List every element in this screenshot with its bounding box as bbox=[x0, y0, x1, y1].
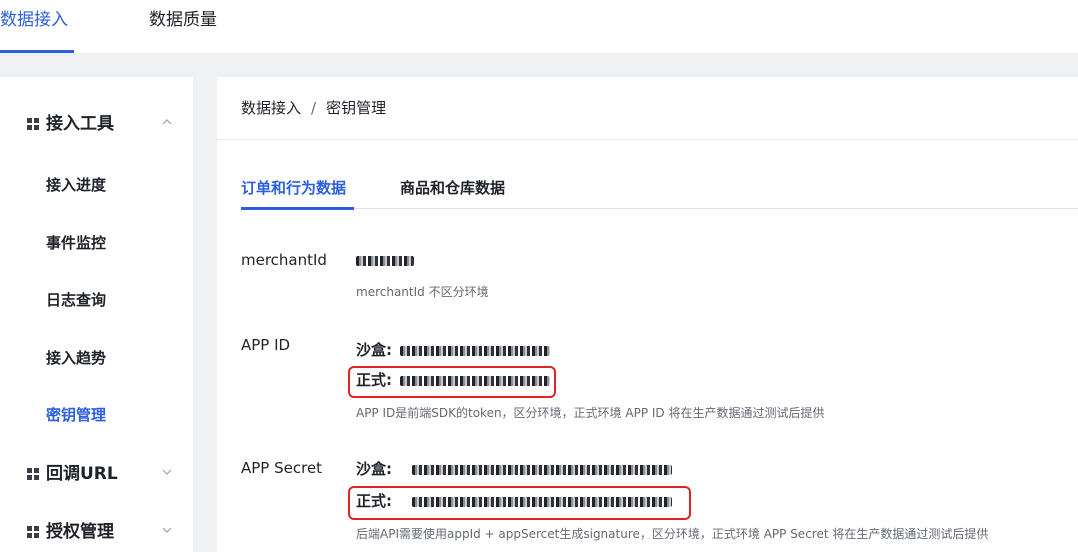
sidebar-group-authorization[interactable]: 授权管理 bbox=[0, 512, 193, 552]
app-id-label: APP ID bbox=[241, 336, 291, 354]
breadcrumb-root[interactable]: 数据接入 bbox=[241, 99, 302, 117]
sidebar-group-access-tools[interactable]: 接入工具 bbox=[0, 104, 193, 144]
sidebar-item-access-trend[interactable]: 接入趋势 bbox=[46, 349, 107, 367]
tab-product-warehouse-data[interactable]: 商品和仓库数据 bbox=[400, 179, 506, 197]
active-tab-indicator bbox=[0, 50, 74, 53]
sidebar-item-key-management[interactable]: 密钥管理 bbox=[46, 406, 107, 424]
app-secret-label: APP Secret bbox=[241, 459, 323, 477]
app-secret-hint: 后端API需要使用appId + appSercet生成signature，区分… bbox=[356, 527, 989, 541]
merchant-id-hint: merchantId 不区分环境 bbox=[356, 285, 489, 299]
sidebar-item-event-monitor[interactable]: 事件监控 bbox=[46, 234, 107, 252]
masked-value bbox=[412, 464, 672, 475]
merchant-id-value bbox=[356, 249, 414, 271]
sidebar-item-log-query[interactable]: 日志查询 bbox=[46, 291, 107, 309]
breadcrumb-current: 密钥管理 bbox=[326, 99, 387, 117]
chevron-up-icon[interactable] bbox=[162, 117, 172, 127]
masked-value bbox=[412, 496, 672, 507]
chevron-down-icon[interactable] bbox=[162, 467, 172, 477]
masked-value bbox=[400, 345, 550, 356]
prod-label: 正式: bbox=[356, 492, 392, 510]
app-id-prod-row: 正式: bbox=[356, 369, 550, 391]
highlight-box bbox=[348, 486, 691, 520]
breadcrumb-separator: / bbox=[311, 99, 317, 117]
masked-value bbox=[400, 375, 550, 386]
sidebar-group-label: 回调URL bbox=[46, 464, 118, 484]
top-tab-data-quality[interactable]: 数据质量 bbox=[149, 10, 217, 30]
header-divider bbox=[217, 139, 1078, 140]
app-id-hint: APP ID是前端SDK的token，区分环境，正式环境 APP ID 将在生产… bbox=[356, 406, 825, 420]
tabs-baseline bbox=[241, 208, 1078, 209]
app-secret-sandbox-row: 沙盒: bbox=[356, 458, 672, 480]
sidebar-group-label: 接入工具 bbox=[46, 114, 114, 134]
active-content-tab-indicator bbox=[241, 207, 354, 210]
main-panel: 数据接入 / 密钥管理 订单和行为数据 商品和仓库数据 merchantId mer… bbox=[217, 77, 1078, 552]
prod-label: 正式: bbox=[356, 371, 392, 389]
highlight-box bbox=[348, 366, 556, 398]
merchant-id-label: merchantId bbox=[241, 251, 327, 269]
masked-value bbox=[356, 255, 414, 266]
breadcrumb: 数据接入 / 密钥管理 bbox=[241, 97, 386, 119]
sidebar-group-label: 授权管理 bbox=[46, 522, 114, 542]
sidebar-group-callback-url[interactable]: 回调URL bbox=[0, 454, 193, 494]
top-nav: 数据接入 数据质量 bbox=[0, 0, 1078, 53]
sandbox-label: 沙盒: bbox=[356, 341, 392, 359]
grid-icon bbox=[27, 118, 39, 130]
sidebar-item-access-progress[interactable]: 接入进度 bbox=[46, 176, 107, 194]
chevron-down-icon[interactable] bbox=[162, 525, 172, 535]
grid-icon bbox=[27, 526, 39, 538]
sandbox-label: 沙盒: bbox=[356, 460, 392, 478]
sidebar: 接入工具 接入进度 事件监控 日志查询 接入趋势 密钥管理 回调URL 授权管理 bbox=[0, 77, 193, 552]
app-id-sandbox-row: 沙盒: bbox=[356, 339, 550, 361]
app-secret-prod-row: 正式: bbox=[356, 490, 672, 512]
grid-icon bbox=[27, 468, 39, 480]
tab-order-behavior-data[interactable]: 订单和行为数据 bbox=[241, 179, 347, 197]
top-tab-data-access[interactable]: 数据接入 bbox=[0, 10, 68, 30]
